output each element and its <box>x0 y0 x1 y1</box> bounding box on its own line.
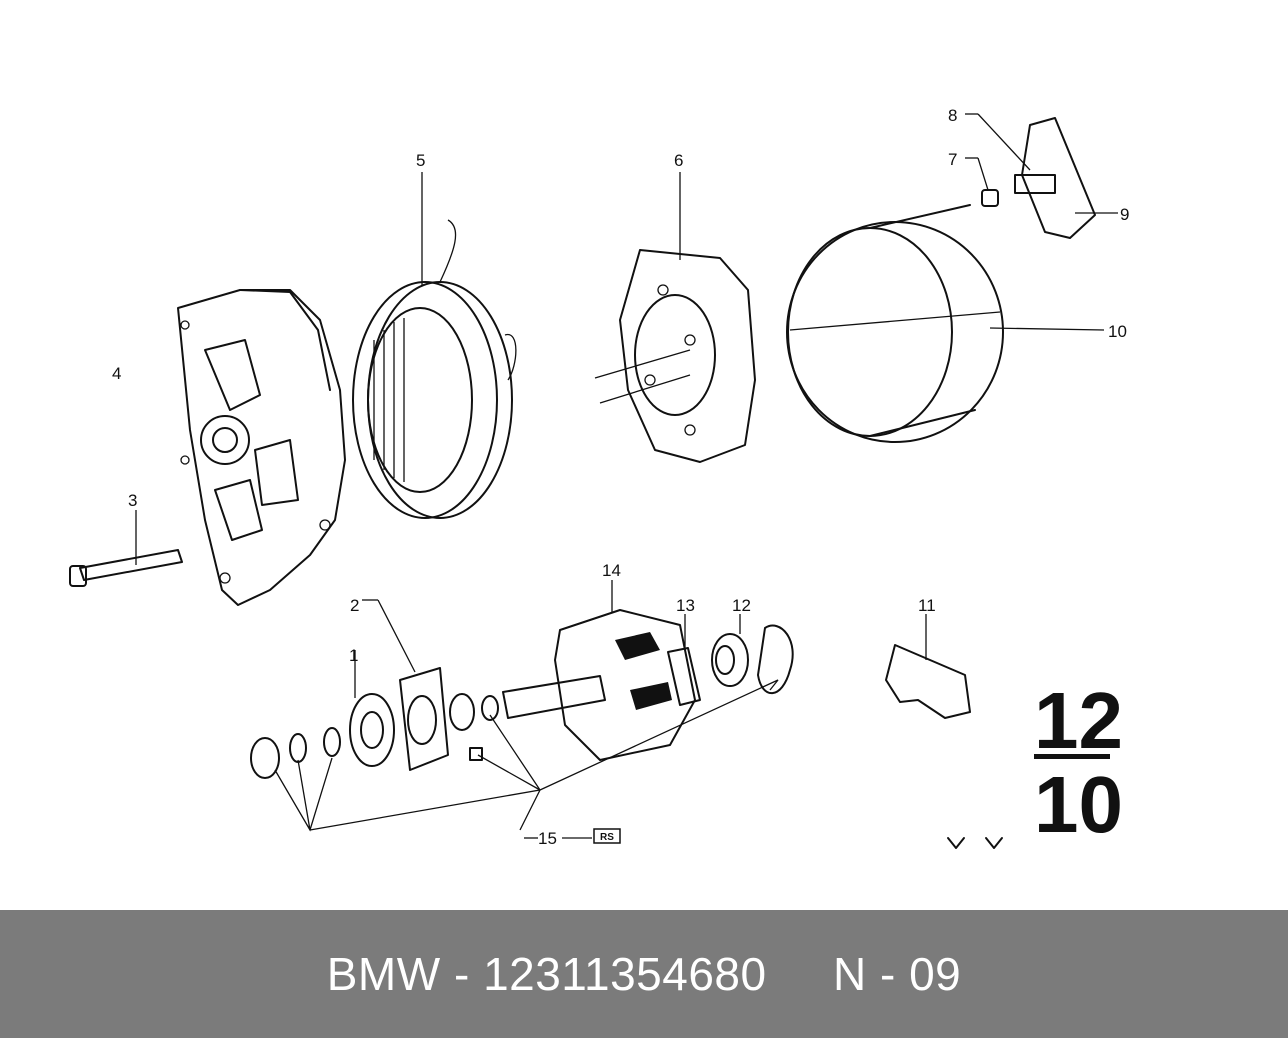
exploded-parts-diagram: 1 2 3 4 5 6 7 8 9 10 11 12 13 14 15 RS 1… <box>69 106 1129 849</box>
group-number-bottom: 10 <box>1034 760 1123 849</box>
part-7-8-9-brush-holder <box>965 113 1118 239</box>
part-6-rectifier <box>594 172 756 463</box>
part-number: 12311354680 <box>483 948 767 1000</box>
corner-marks <box>947 837 1003 849</box>
callout-15: 15 <box>538 829 557 848</box>
callout-8: 8 <box>948 106 957 125</box>
part-11-clip <box>885 614 971 719</box>
callout-11: 11 <box>918 596 936 615</box>
separator: - <box>453 948 470 1000</box>
callout-13: 13 <box>676 596 695 615</box>
callout-2: 2 <box>350 596 359 615</box>
callout-7: 7 <box>948 150 957 169</box>
part-10-end-housing <box>786 204 1105 443</box>
callout-10: 10 <box>1108 322 1127 341</box>
callout-14: 14 <box>602 561 621 580</box>
callout-4: 4 <box>112 364 121 383</box>
callout-1: 1 <box>349 646 358 665</box>
group-number-divider <box>1034 754 1110 759</box>
variant-code: N - 09 <box>832 948 962 1000</box>
alternator-diagram-svg: 1 2 3 4 5 6 7 8 9 10 11 12 13 14 15 RS 1… <box>69 106 1129 849</box>
brand-name: BMW <box>326 948 441 1000</box>
group-number-top: 12 <box>1034 676 1123 765</box>
part-4-drive-end-housing <box>177 289 346 606</box>
footer-bar: BMW - 12311354680 N - 09 <box>0 910 1288 1038</box>
rotor-assembly <box>250 580 794 832</box>
kit-badge: RS <box>593 828 621 844</box>
callout-5: 5 <box>416 151 425 170</box>
part-5-stator <box>352 172 517 519</box>
kit-badge-label: RS <box>600 832 614 843</box>
callout-12: 12 <box>732 596 751 615</box>
callout-9: 9 <box>1120 205 1129 224</box>
callout-3: 3 <box>128 491 137 510</box>
footer-caption: BMW - 12311354680 N - 09 <box>327 947 961 1001</box>
part-3-bolt <box>69 510 183 587</box>
callout-6: 6 <box>674 151 683 170</box>
